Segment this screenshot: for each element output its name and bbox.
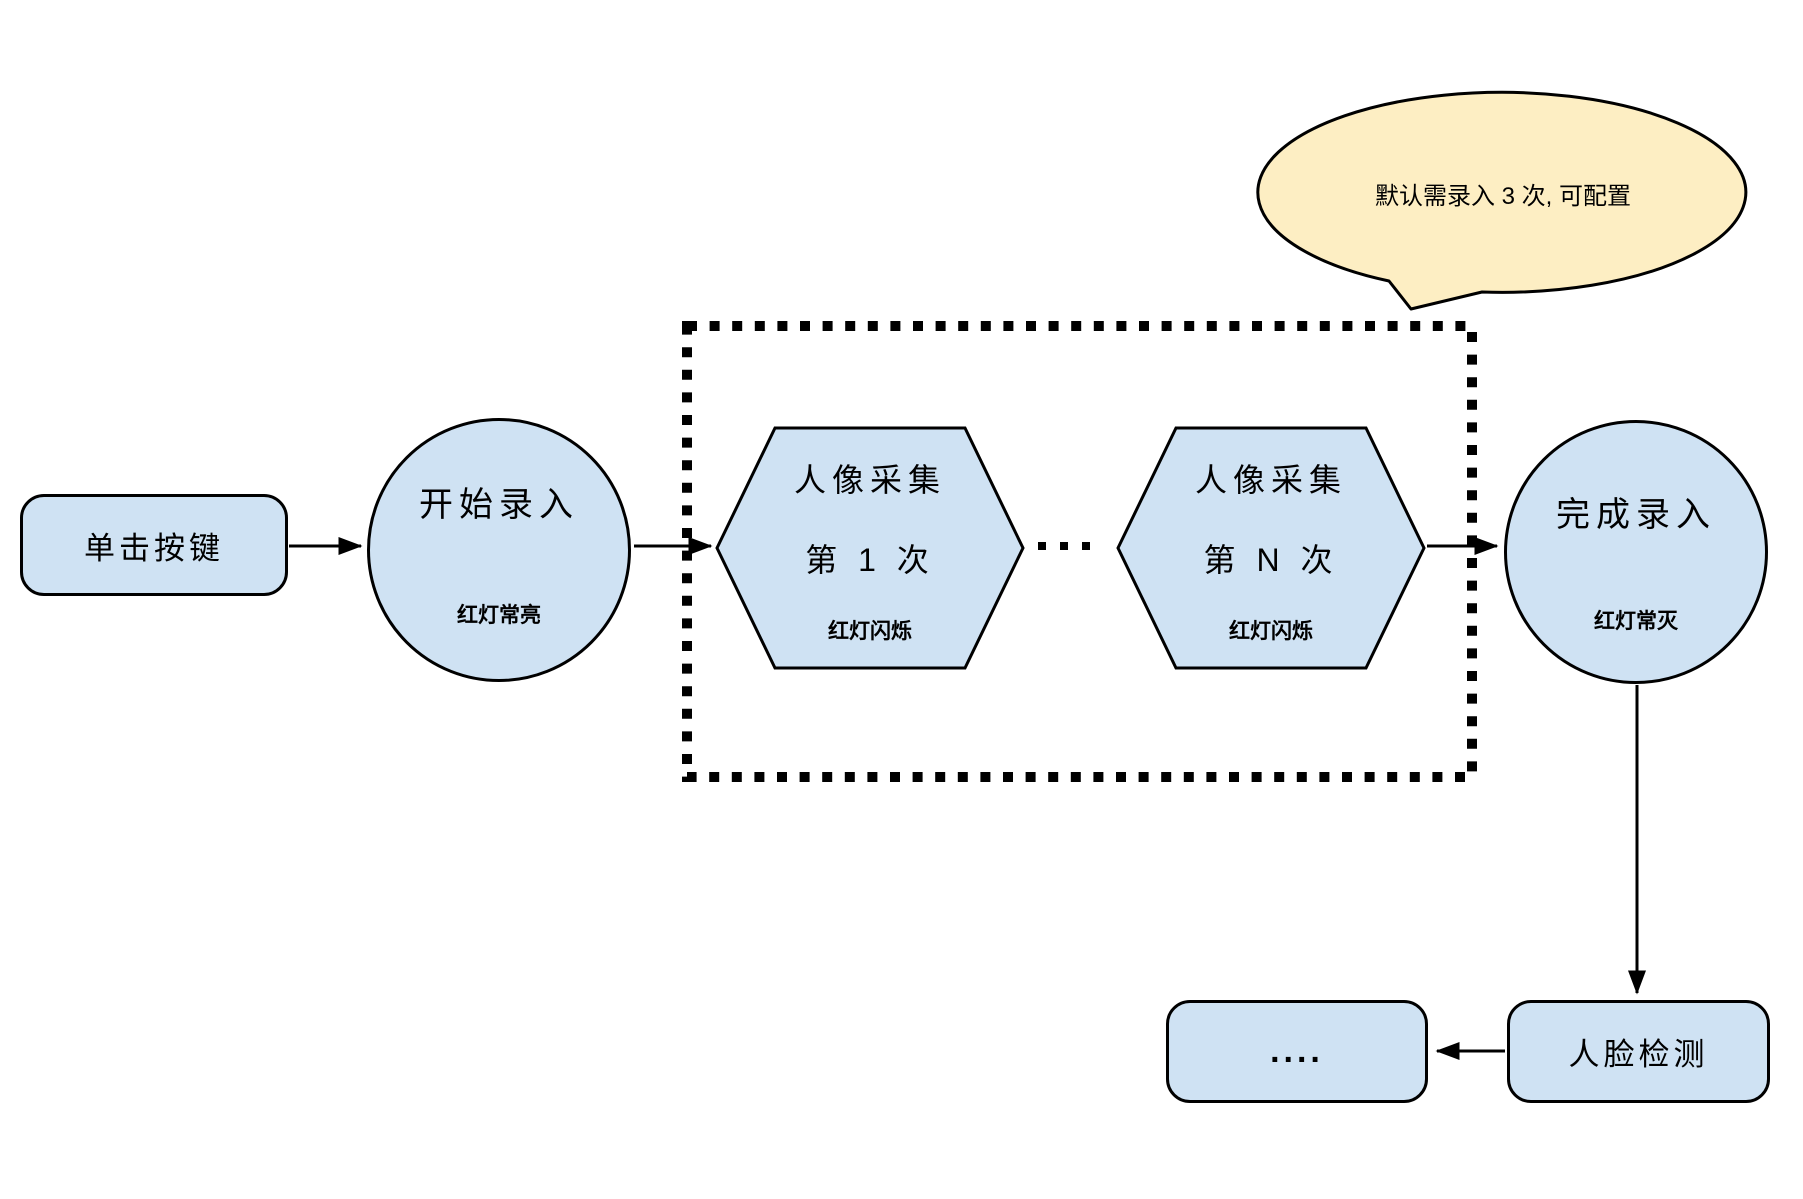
node-capture-nth-label2: 第 N 次 [1203, 542, 1339, 578]
node-ellipsis: .... [1166, 1000, 1428, 1103]
node-capture-first-sublabel: 红灯闪烁 [828, 620, 912, 643]
node-capture-nth-label: 人像采集 [1194, 462, 1347, 498]
node-capture-first: 人像采集 第 1 次 红灯闪烁 [714, 425, 1026, 671]
node-finish-record-sublabel: 红灯常灭 [1594, 610, 1678, 633]
node-capture-first-label: 人像采集 [793, 462, 946, 498]
node-ellipsis-label: .... [1270, 1032, 1324, 1070]
node-face-detect: 人脸检测 [1507, 1000, 1770, 1103]
node-capture-nth-sublabel: 红灯闪烁 [1229, 620, 1313, 643]
node-finish-record: 完成录入 红灯常灭 [1504, 420, 1768, 684]
node-face-detect-label: 人脸检测 [1568, 1037, 1709, 1072]
node-click-button-label: 单击按键 [84, 530, 224, 566]
node-click-button: 单击按键 [20, 494, 288, 596]
capture-loop-group-border [682, 321, 1477, 782]
callout-bubble-text: 默认需录入 3 次, 可配置 [1374, 183, 1632, 210]
callout-bubble-shape [1256, 90, 1748, 311]
node-capture-nth: 人像采集 第 N 次 红灯闪烁 [1115, 425, 1427, 671]
hexagon-shape [715, 426, 1025, 670]
callout-bubble: 默认需录入 3 次, 可配置 [1253, 86, 1758, 326]
node-capture-first-label2: 第 1 次 [805, 542, 935, 578]
node-start-record-label: 开始录入 [419, 486, 579, 524]
node-start-record: 开始录入 红灯常亮 [367, 418, 631, 682]
node-finish-record-label: 完成录入 [1556, 496, 1716, 534]
node-start-record-sublabel: 红灯常亮 [457, 604, 541, 627]
hexagon-shape [1116, 426, 1426, 670]
